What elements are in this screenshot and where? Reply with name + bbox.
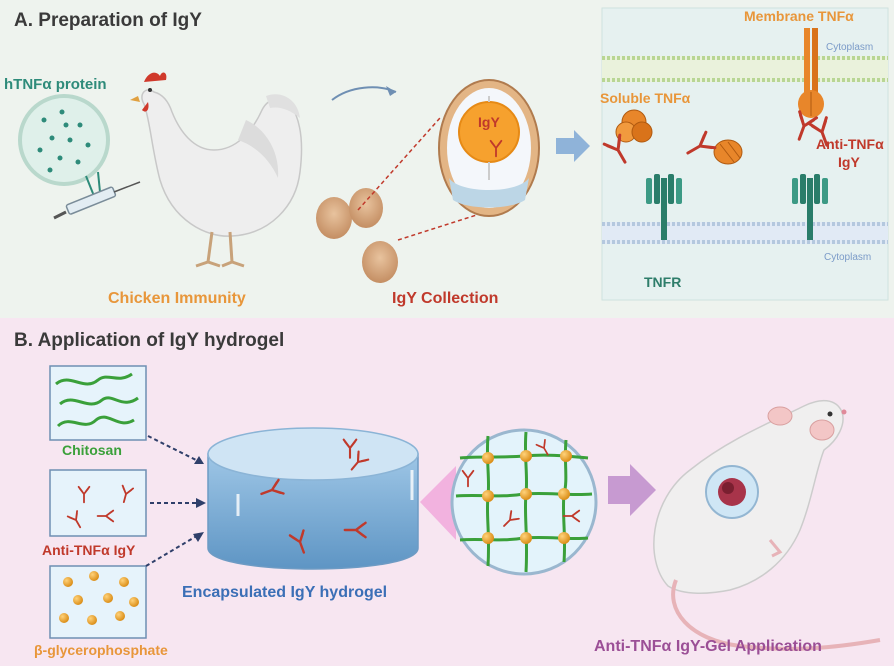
flow-arrow xyxy=(608,464,656,516)
arrowhead-icon xyxy=(193,532,204,542)
arrowhead-icon xyxy=(386,86,396,96)
soluble-tnf-trimer xyxy=(713,139,743,165)
syringe-icon xyxy=(53,171,141,220)
glycerophosphate-label: β-glycerophosphate xyxy=(34,642,168,658)
cytoplasm-bottom-label: Cytoplasm xyxy=(824,252,872,263)
chitosan-label: Chitosan xyxy=(62,442,122,458)
arrowhead-icon xyxy=(194,456,204,464)
egg-yolk-label: IgY xyxy=(478,114,500,130)
membrane-tnf-protein xyxy=(798,28,824,118)
antibody-box xyxy=(49,469,147,537)
anti-tnf-igy-label: Anti-TNFα IgY xyxy=(42,542,136,558)
hydrogel-network-circle xyxy=(450,428,598,576)
cytoplasm-top-label: Cytoplasm xyxy=(826,42,874,53)
antigen-particle-circle xyxy=(18,94,110,186)
membrane-top xyxy=(602,56,888,82)
membrane-bottom xyxy=(602,222,888,244)
anti-tnf-label-line1: Anti-TNFα xyxy=(816,136,884,152)
chitosan-box xyxy=(49,365,147,441)
tnfr-label: TNFR xyxy=(644,274,682,290)
hydrogel-caption: Encapsulated IgY hydrogel xyxy=(182,584,388,601)
chicken-illustration xyxy=(130,72,303,268)
egg-cross-section xyxy=(438,79,540,217)
flow-arrow-curve xyxy=(331,86,397,101)
igy-collection-caption: IgY Collection xyxy=(392,290,499,307)
glycerophosphate-box xyxy=(49,565,147,639)
membrane-tnf-label: Membrane TNFα xyxy=(744,8,854,24)
hydrogel-cylinder xyxy=(207,427,419,570)
application-caption: Anti-TNFα IgY-Gel Application xyxy=(594,638,822,655)
antigen-label: hTNFα protein xyxy=(4,76,107,93)
panel-b-title: B. Application of IgY hydrogel xyxy=(14,330,285,351)
flow-arrow xyxy=(556,130,590,162)
zoom-line xyxy=(397,211,487,241)
soluble-tnf-label: Soluble TNFα xyxy=(600,90,691,106)
mixing-arrows xyxy=(145,435,201,567)
soluble-tnf-trimer xyxy=(615,109,653,143)
egg-group xyxy=(316,188,398,283)
anti-tnf-label-line2: IgY xyxy=(838,154,860,170)
arrowhead-icon xyxy=(196,498,206,508)
panel-a-title: A. Preparation of IgY xyxy=(14,10,202,31)
rat-illustration xyxy=(653,399,881,651)
zoom-beam xyxy=(420,466,456,540)
chicken-immunity-caption: Chicken Immunity xyxy=(108,290,246,307)
